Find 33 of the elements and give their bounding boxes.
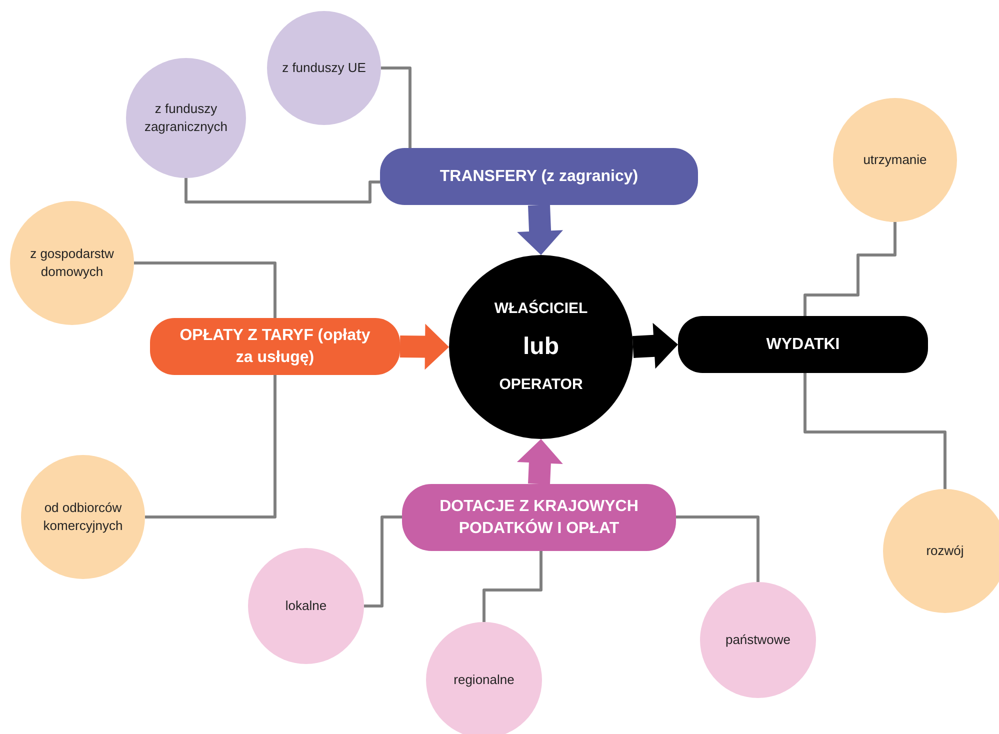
connector-line xyxy=(804,222,896,316)
block-arrow xyxy=(517,204,564,255)
node-label: z funduszy zagranicznych xyxy=(143,100,229,136)
node-title: OPERATOR xyxy=(498,375,584,396)
connector-line xyxy=(184,178,380,204)
connector-line xyxy=(145,375,276,518)
node-label: regionalne xyxy=(452,671,516,689)
connector-line xyxy=(381,66,412,148)
node-title: WYDATKI xyxy=(765,334,841,355)
node-title: OPŁATY Z TARYF (opłaty za usługę) xyxy=(178,326,372,368)
node-title: TRANSFERY (z zagranicy) xyxy=(438,166,640,187)
process-pill xyxy=(380,148,698,205)
node-label: państwowe xyxy=(724,631,792,649)
node-label: rozwój xyxy=(925,542,965,560)
block-arrow xyxy=(632,322,678,369)
block-arrow xyxy=(516,439,563,484)
node-label: od odbiorców komercyjnych xyxy=(42,499,124,535)
node-label: lokalne xyxy=(284,597,328,615)
process-pill xyxy=(150,318,400,375)
connector-line xyxy=(134,262,276,318)
connector-line xyxy=(676,516,760,582)
node-label: utrzymanie xyxy=(862,151,928,169)
node-title: DOTACJE Z KRAJOWYCH PODATKÓW I OPŁAT xyxy=(438,496,640,538)
node-label: z gospodarstw domowych xyxy=(29,245,115,281)
process-pill xyxy=(678,316,928,373)
node-label: z funduszy UE xyxy=(281,59,367,77)
connector-line xyxy=(482,551,542,622)
connector-line xyxy=(364,516,402,608)
block-arrow xyxy=(400,324,449,370)
connector-line xyxy=(804,373,946,489)
node-title: WŁAŚCICIEL xyxy=(493,298,589,319)
connector-word: lub xyxy=(522,332,560,362)
process-pill xyxy=(402,484,676,551)
